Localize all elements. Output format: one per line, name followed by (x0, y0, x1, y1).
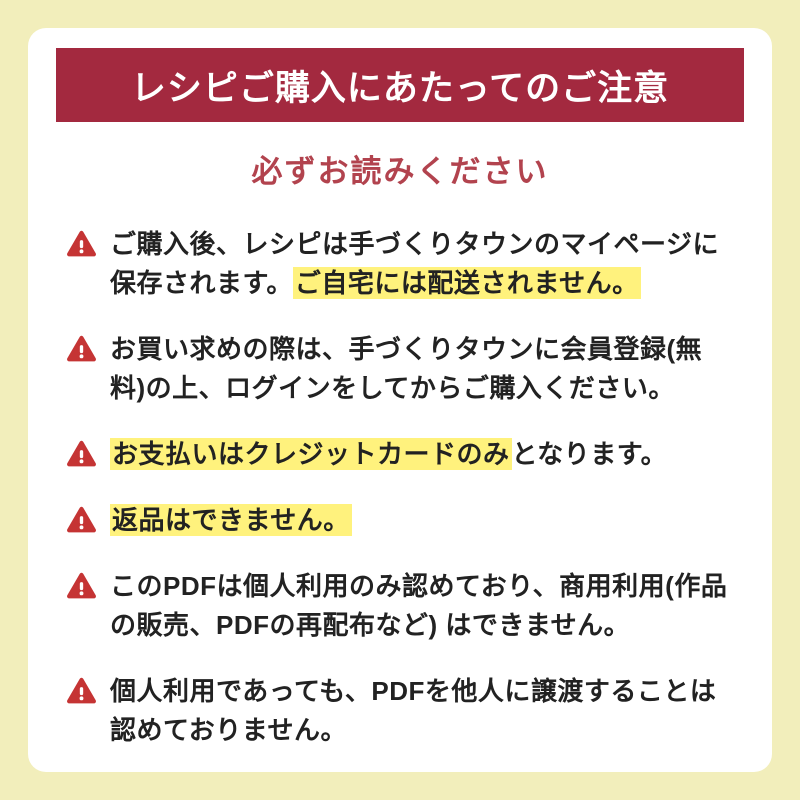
notice-item: 返品はできません。 (66, 501, 732, 540)
notice-title: レシピご購入にあたってのご注意 (130, 68, 670, 108)
notice-text: お支払いはクレジットカードのみとなります。 (110, 435, 732, 474)
notice-title-banner: レシピご購入にあたってのご注意 (56, 48, 744, 122)
notice-list: ご購入後、レシピは手づくりタウンのマイページに保存されます。ご自宅には配送されま… (66, 225, 732, 750)
notice-text: 返品はできません。 (110, 501, 732, 540)
highlighted-text: 返品はできません。 (110, 504, 352, 536)
notice-item: お支払いはクレジットカードのみとなります。 (66, 435, 732, 474)
highlighted-text: ご自宅には配送されません。 (292, 267, 641, 299)
notice-item: 個人利用であっても、PDFを他人に譲渡することは認めておりません。 (66, 672, 732, 750)
notice-subtitle: 必ずお読みください (251, 154, 549, 189)
highlighted-text: お支払いはクレジットカードのみ (110, 438, 512, 470)
notice-text: このPDFは個人利用のみ認めており、商用利用(作品の販売、PDFの再配布など) … (110, 567, 732, 645)
notice-item: お買い求めの際は、手づくりタウンに会員登録(無料)の上、ログインをしてからご購入… (66, 330, 732, 408)
warning-triangle-icon (66, 505, 97, 536)
notice-text: 個人利用であっても、PDFを他人に譲渡することは認めておりません。 (110, 672, 732, 750)
warning-triangle-icon (66, 571, 97, 602)
notice-text: ご購入後、レシピは手づくりタウンのマイページに保存されます。ご自宅には配送されま… (110, 225, 732, 303)
notice-text: お買い求めの際は、手づくりタウンに会員登録(無料)の上、ログインをしてからご購入… (110, 330, 732, 408)
plain-text: このPDFは個人利用のみ認めており、商用利用(作品の販売、PDFの再配布など) … (110, 571, 728, 640)
warning-triangle-icon (66, 229, 97, 260)
plain-text: 個人利用であっても、PDFを他人に譲渡することは認めておりません。 (110, 676, 717, 745)
plain-text: となります。 (511, 439, 668, 469)
notice-card: レシピご購入にあたってのご注意 必ずお読みください ご購入後、レシピは手づくりタ… (28, 28, 772, 772)
plain-text: お買い求めの際は、手づくりタウンに会員登録(無料)の上、ログインをしてからご購入… (110, 334, 703, 403)
notice-item: ご購入後、レシピは手づくりタウンのマイページに保存されます。ご自宅には配送されま… (66, 225, 732, 303)
plain-text: ご購入後、レシピは手づくりタウンのマイページに保存されます。 (110, 229, 719, 298)
warning-triangle-icon (66, 676, 97, 707)
notice-item: このPDFは個人利用のみ認めており、商用利用(作品の販売、PDFの再配布など) … (66, 567, 732, 645)
warning-triangle-icon (66, 334, 97, 365)
warning-triangle-icon (66, 439, 97, 470)
